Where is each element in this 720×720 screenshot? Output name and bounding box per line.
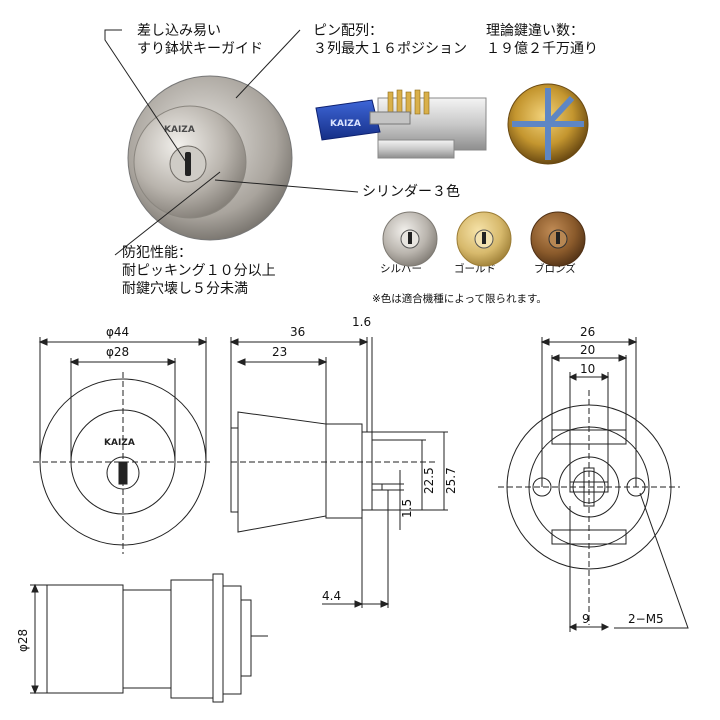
rear-view xyxy=(498,337,689,632)
callout-line: すり鉢状キーガイド xyxy=(137,41,263,57)
callout-line: 防犯性能： xyxy=(122,245,192,261)
leader-guide xyxy=(104,29,187,163)
label-bottom-dia: φ28 xyxy=(16,629,30,652)
callout-key-combinations: 理論鍵違い数： １９億２千万通り xyxy=(486,22,598,58)
label-side-tail: 4.4 xyxy=(322,589,341,603)
label-side-h1: 25.7 xyxy=(444,467,458,494)
leader-rear-screw xyxy=(614,492,689,629)
leader-colors xyxy=(214,179,359,193)
cylinder-plug xyxy=(377,139,455,159)
key-blade xyxy=(369,111,411,125)
keyway-slot xyxy=(185,152,191,176)
key-pin-photo: KAIZA xyxy=(315,89,487,159)
callout-line: 差し込み易い xyxy=(137,23,221,39)
side-body xyxy=(237,411,327,533)
callout-line: 理論鍵違い数： xyxy=(486,23,584,39)
cylinder-photo: KAIZA xyxy=(127,75,293,241)
side-flange xyxy=(325,423,363,519)
leader-security xyxy=(114,171,221,256)
bottom-elevation xyxy=(30,573,268,703)
label-side-flange: 1.6 xyxy=(352,315,371,329)
label-rear-screw: 2−M5 xyxy=(628,612,664,626)
leader-pins xyxy=(235,29,301,99)
label-rear-w3: 10 xyxy=(580,362,595,376)
callout-pins: ピン配列： ３列最大１６ポジション xyxy=(313,22,467,58)
callout-cylinder-colors: シリンダー３色 xyxy=(362,184,460,200)
label-rear-w1: 26 xyxy=(580,325,595,339)
callout-security: 防犯性能： 耐ピッキング１０分以上 耐鍵穴壊し５分未満 xyxy=(122,244,276,298)
dimension-labels: φ44 φ28 36 1.6 23 4.4 26 20 10 9 2−M5 25… xyxy=(16,315,664,652)
front-view: KAIZA xyxy=(33,337,213,554)
callout-line: ピン配列： xyxy=(313,23,383,39)
label-front-inner: φ28 xyxy=(106,345,129,359)
callout-key-guide: 差し込み易い すり鉢状キーガイド xyxy=(137,22,263,58)
label-side-h3: 1.5 xyxy=(400,499,414,518)
callout-line: １９億２千万通り xyxy=(486,41,598,57)
label-side-h2: 22.5 xyxy=(422,467,436,494)
pin-row-diagonal xyxy=(545,95,575,127)
label-rear-w2: 20 xyxy=(580,343,595,357)
callout-line: 耐鍵穴壊し５分未満 xyxy=(122,281,248,297)
side-view xyxy=(229,337,448,608)
pin-tumblers xyxy=(387,89,430,115)
callout-leaders xyxy=(104,29,359,256)
swatch-label-bronze: ブロンズ xyxy=(534,263,576,275)
label-front-outer: φ44 xyxy=(106,325,129,339)
callout-line: 耐ピッキング１０分以上 xyxy=(122,263,276,279)
cylinder-brand-mark: KAIZA xyxy=(164,125,195,135)
front-brand-mark: KAIZA xyxy=(104,438,135,448)
callout-line: ３列最大１６ポジション xyxy=(313,41,467,57)
pin-arrangement-photo xyxy=(507,83,589,165)
key-head xyxy=(315,99,381,141)
label-rear-w4: 9 xyxy=(582,612,590,626)
label-side-total: 36 xyxy=(290,325,305,339)
colors-note: ※色は適合機種によって限られます。 xyxy=(372,293,547,305)
key-brand-mark: KAIZA xyxy=(330,119,361,129)
label-side-body: 23 xyxy=(272,345,287,359)
color-swatches xyxy=(382,211,586,267)
technical-drawings: KAIZA xyxy=(30,337,689,703)
